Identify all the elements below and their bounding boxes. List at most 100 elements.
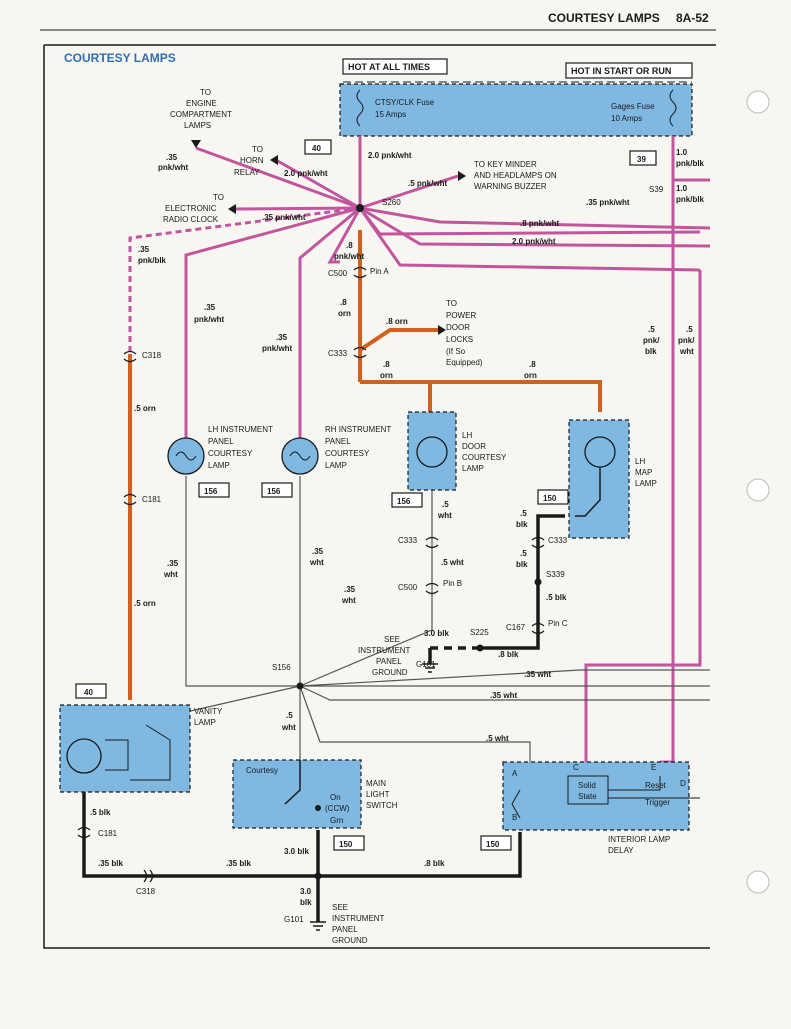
wire-pnkwht-engine: pnk/wht (158, 163, 189, 172)
wire-035-right: .35 pnk/wht (586, 198, 630, 207)
wire-orn-map: orn (524, 371, 537, 380)
arrow-doorlocks (438, 325, 446, 335)
hot-in-start-run-box (565, 62, 693, 79)
dest-doorlocks-label: TO POWER DOOR LOCKS (If So Equipped) (446, 299, 483, 367)
wire-pnkblk-top: pnk/blk (676, 159, 705, 168)
circuit-150-switch: 150 (339, 840, 353, 849)
wire-035wht-bottom: .35 wht (490, 691, 517, 700)
lh-map-lamp-switch (575, 467, 601, 517)
wire-08-right: .8 pnk/wht (520, 219, 559, 228)
circuit-40-top: 40 (312, 144, 321, 153)
wire-wht-door: wht (437, 511, 452, 520)
wire-05orn-lower: .5 orn (134, 599, 156, 608)
main-switch-terminal (315, 805, 321, 811)
see-ip-ground-upper-1: SEE (384, 635, 400, 644)
vanity-lamp-wiring (130, 724, 171, 781)
ild-reset-line (608, 776, 661, 791)
circuit-156-lh: 156 (204, 487, 218, 496)
reset-label: Reset (645, 781, 667, 790)
circuit-156-door: 156 (397, 497, 411, 506)
wire-035blk-mid: .35 blk (226, 859, 251, 868)
wire-08-c333: .8 (383, 360, 390, 369)
wire-035blk-left: .35 blk (98, 859, 123, 868)
circuit-150-switch-box (333, 835, 365, 851)
vanity-lamp-bulb (66, 738, 102, 774)
s339-label: S339 (546, 570, 565, 579)
dest-radio-label: TO ELECTRONIC RADIO CLOCK (163, 193, 226, 224)
binder-hole-middle (746, 478, 770, 502)
lh-ip-lamp-symbol (167, 437, 205, 475)
wire-10-lower: 1.0 (676, 184, 688, 193)
vanity-lamp-switch (105, 739, 129, 771)
wire-pnkblk-lower: pnk/blk (676, 195, 705, 204)
circuit-150-map-box (537, 489, 569, 505)
ground-symbol-g101-lower (310, 921, 326, 931)
frame-left-bottom (43, 45, 710, 949)
wire-05blk-s339: .5 blk (546, 593, 567, 602)
wire-035-rhip: .35 (276, 333, 288, 342)
wire-08orn-doorlocks: .8 orn (386, 317, 408, 326)
hot-in-start-run-label: HOT IN START OR RUN (571, 66, 671, 76)
wire-05wht-door: .5 wht (441, 558, 464, 567)
circuit-40-vanity: 40 (84, 688, 93, 697)
c500-door-label: C500 (398, 583, 418, 592)
page-title: COURTESY LAMPS (548, 11, 660, 25)
c333-top-label: C333 (328, 349, 348, 358)
wire-05-map-mid: .5 (520, 549, 527, 558)
wire-pnk-right-a: pnk/ (643, 336, 660, 345)
wire-pnkwht-lhip: pnk/wht (194, 315, 225, 324)
splice-s260 (356, 204, 364, 212)
wire-30blk-switch: 3.0 blk (284, 847, 309, 856)
splice-s156 (296, 682, 304, 690)
wire-08-s260: .8 (346, 241, 353, 250)
ild-pin-d: D (680, 779, 686, 788)
arrow-horn (270, 155, 278, 165)
lh-map-lamp-label: LH MAP LAMP (635, 457, 657, 488)
rh-ip-lamp-label: RH INSTRUMENT PANEL COURTESY LAMP (325, 425, 393, 470)
switch-grn-label: Grn (330, 816, 343, 825)
wire-wht-door-wht: wht (341, 596, 356, 605)
lh-map-lamp-bulb (584, 436, 616, 468)
pin-c-label: Pin C (548, 619, 568, 628)
wire-05-s156: .5 (286, 711, 293, 720)
wire-05orn-upper: .5 orn (134, 404, 156, 413)
see-ip-ground-lower-4: GROUND (332, 936, 368, 945)
wire-20-right: 2.0 pnk/wht (512, 237, 556, 246)
ctsy-fuse-symbol (356, 89, 364, 127)
circuit-156-rh: 156 (267, 487, 281, 496)
wire-30-ground: 3.0 (300, 887, 312, 896)
wire-20-horn: 2.0 pnk/wht (284, 169, 328, 178)
circuit-40-top-box (304, 139, 332, 155)
wire-wht-right-b: wht (679, 347, 694, 356)
ild-pin-a: A (512, 769, 518, 778)
see-ip-ground-lower-3: PANEL (332, 925, 358, 934)
gages-fuse-amps: 10 Amps (611, 114, 642, 123)
rh-ip-lamp-symbol (281, 437, 319, 475)
wire-pnkblk-left: pnk/blk (138, 256, 167, 265)
wire-08blk-c167: .8 blk (498, 650, 519, 659)
connector-markers (77, 266, 545, 883)
switch-courtesy-label: Courtesy (246, 766, 278, 775)
interior-lamp-delay-label: INTERIOR LAMP DELAY (608, 835, 672, 855)
s225-label: S225 (470, 628, 489, 637)
orange-wire-group (128, 230, 602, 700)
c167-label: C167 (506, 623, 526, 632)
wire-blk-map-top: blk (516, 520, 528, 529)
wire-08-map: .8 (529, 360, 536, 369)
wire-035-left: .35 (138, 245, 150, 254)
dest-horn-label: TO HORN RELAY (234, 145, 266, 177)
see-ip-ground-lower-2: INSTRUMENT (332, 914, 385, 923)
switch-on-label: On (330, 793, 341, 802)
vanity-lamp-label: VANITY LAMP (194, 707, 224, 727)
arrow-keyminder (458, 171, 466, 181)
ctsy-fuse-amps: 15 Amps (375, 110, 406, 119)
c333-map-label: C333 (548, 536, 568, 545)
wire-pnk-right-b: pnk/ (678, 336, 695, 345)
circuit-150-ild-box (480, 835, 512, 851)
see-ip-ground-lower-1: SEE (332, 903, 348, 912)
ild-pin-b: B (512, 813, 517, 822)
wire-pnkwht-s260: pnk/wht (334, 252, 365, 261)
arrow-engine (191, 140, 201, 148)
